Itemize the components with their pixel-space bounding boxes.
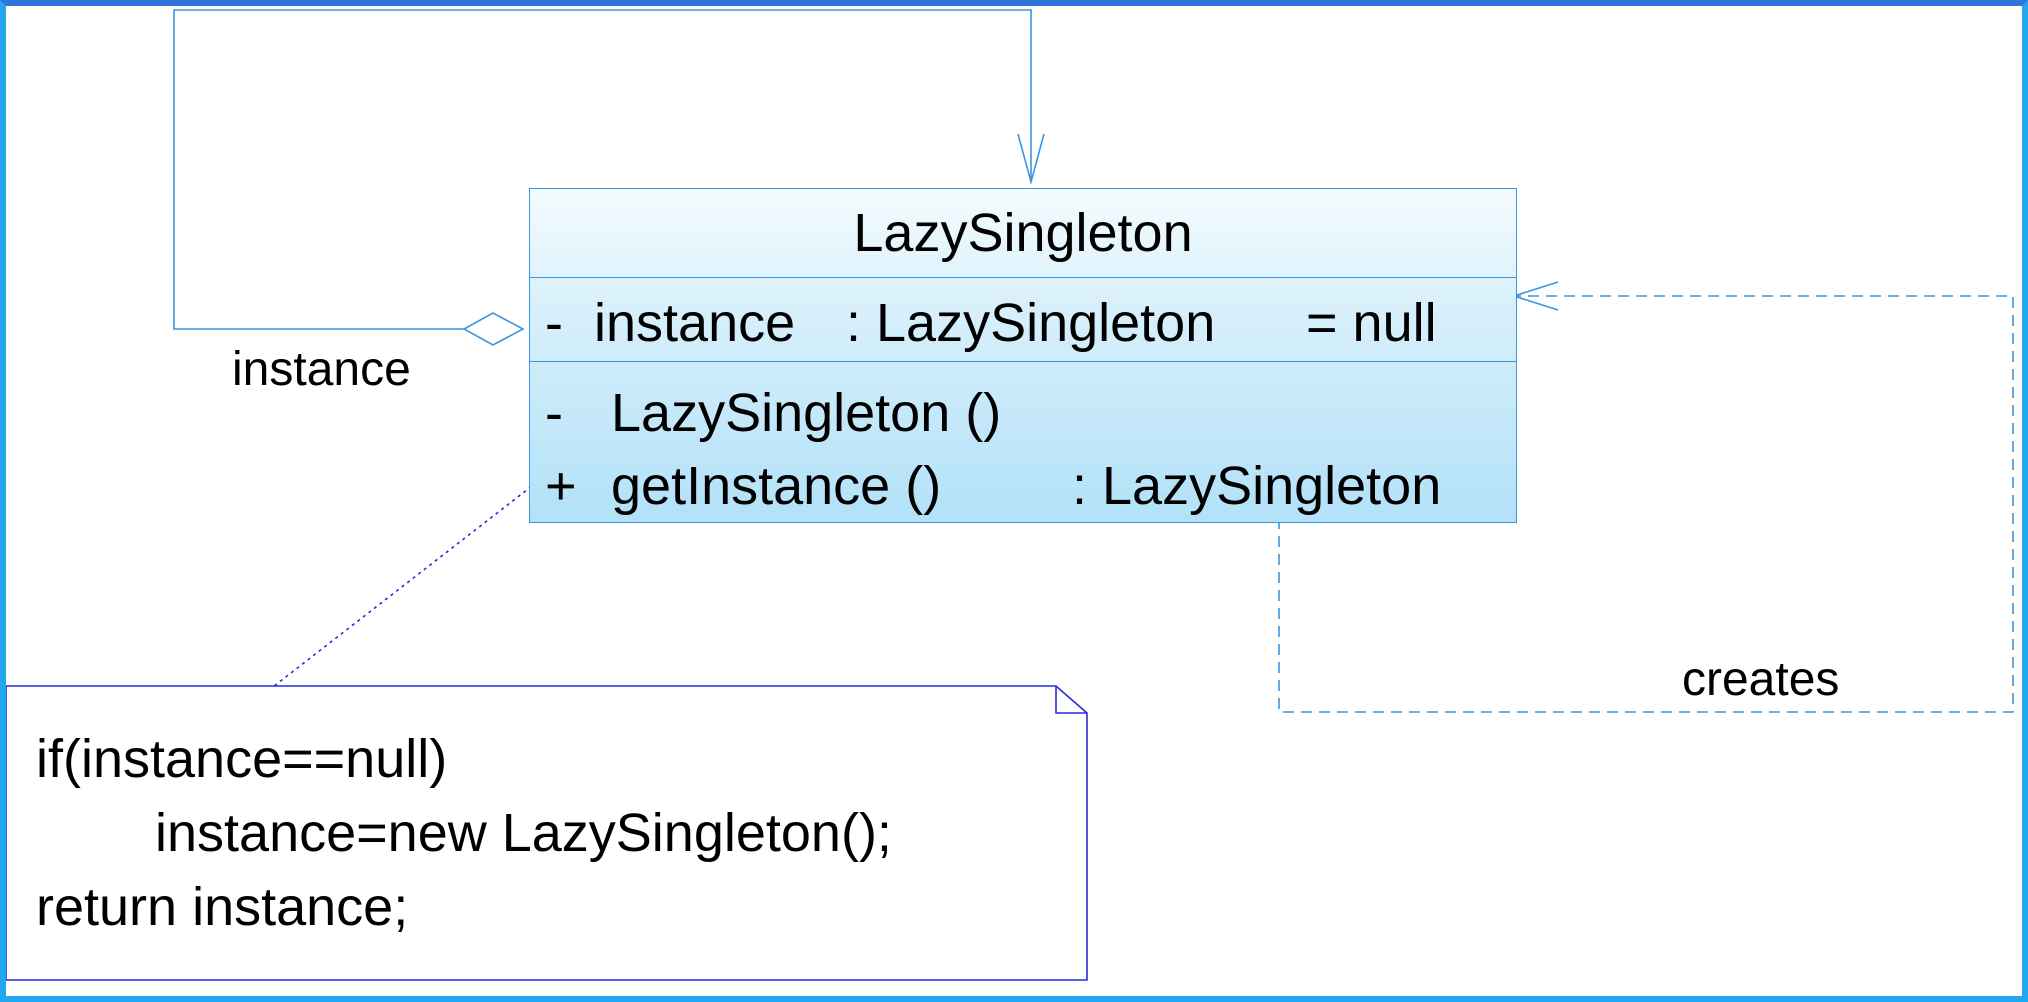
class-name: LazySingleton: [530, 189, 1516, 278]
note-line: return instance;: [36, 877, 409, 937]
note-line: if(instance==null): [36, 729, 448, 789]
dependency-label: creates: [1682, 653, 1840, 706]
method-return-type: : LazySingleton: [1072, 456, 1442, 516]
method-visibility: +: [545, 456, 577, 516]
code-note[interactable]: if(instance==null) instance=new LazySing…: [14, 692, 1099, 990]
methods-compartment: - LazySingleton () + getInstance () : La…: [530, 362, 1516, 522]
method-name: LazySingleton (): [611, 383, 1002, 443]
attribute-default: = null: [1306, 293, 1437, 353]
aggregation-label: instance: [232, 343, 411, 396]
association-arrowhead: [1017, 133, 1045, 186]
note-fold: [1055, 686, 1087, 714]
note-border: [6, 685, 1088, 981]
note-line: instance=new LazySingleton();: [155, 803, 892, 863]
note-anchor-line: [268, 457, 569, 691]
class-lazysingleton[interactable]: LazySingleton - instance : LazySingleton…: [529, 188, 1517, 523]
attributes-compartment: - instance : LazySingleton = null: [530, 278, 1516, 362]
attribute-name: instance: [594, 293, 796, 353]
attribute-type: : LazySingleton: [846, 293, 1216, 353]
aggregation-association-line[interactable]: [173, 9, 1032, 330]
attribute-visibility: -: [545, 293, 563, 353]
aggregation-diamond: [462, 312, 525, 346]
method-visibility: -: [545, 383, 563, 443]
method-name: getInstance (): [611, 456, 942, 516]
creates-dependency-line[interactable]: [1278, 295, 2014, 713]
